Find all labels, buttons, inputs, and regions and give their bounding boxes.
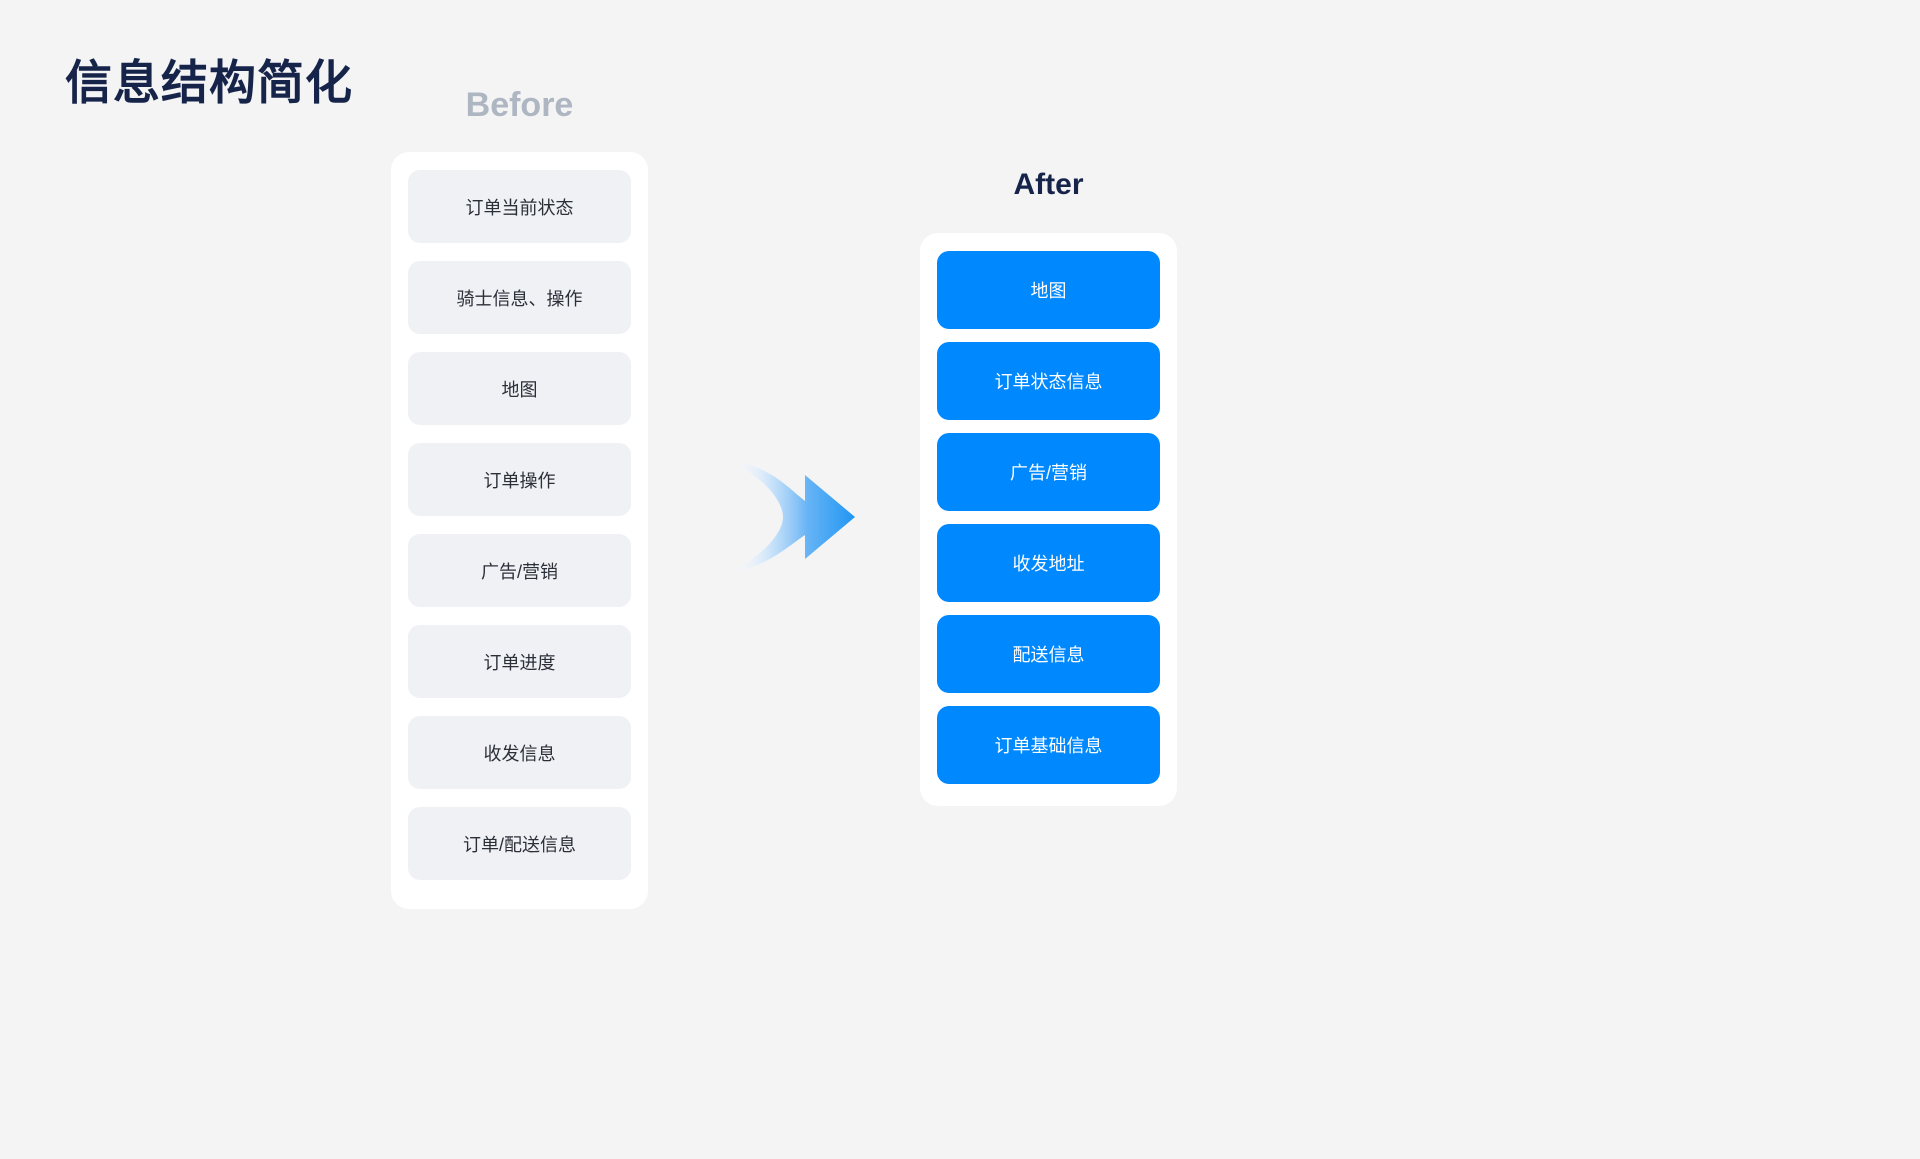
before-item: 收发信息 — [408, 716, 631, 789]
after-item: 配送信息 — [937, 615, 1160, 693]
before-item: 订单操作 — [408, 443, 631, 516]
after-panel: 地图 订单状态信息 广告/营销 收发地址 配送信息 订单基础信息 — [920, 233, 1177, 806]
after-item: 订单基础信息 — [937, 706, 1160, 784]
after-column-heading: After — [1013, 168, 1084, 201]
after-item: 收发地址 — [937, 524, 1160, 602]
after-item: 地图 — [937, 251, 1160, 329]
after-item: 订单状态信息 — [937, 342, 1160, 420]
after-item: 广告/营销 — [937, 433, 1160, 511]
before-item: 骑士信息、操作 — [408, 261, 631, 334]
before-item: 订单进度 — [408, 625, 631, 698]
before-column-heading: Before — [465, 86, 574, 124]
before-item: 订单/配送信息 — [408, 807, 631, 880]
before-item: 地图 — [408, 352, 631, 425]
page-title: 信息结构简化 — [65, 56, 353, 109]
before-panel: 订单当前状态 骑士信息、操作 地图 订单操作 广告/营销 订单进度 收发信息 订… — [391, 152, 648, 909]
before-item: 广告/营销 — [408, 534, 631, 607]
swoosh-arrow-right-icon — [729, 461, 855, 573]
before-item: 订单当前状态 — [408, 170, 631, 243]
